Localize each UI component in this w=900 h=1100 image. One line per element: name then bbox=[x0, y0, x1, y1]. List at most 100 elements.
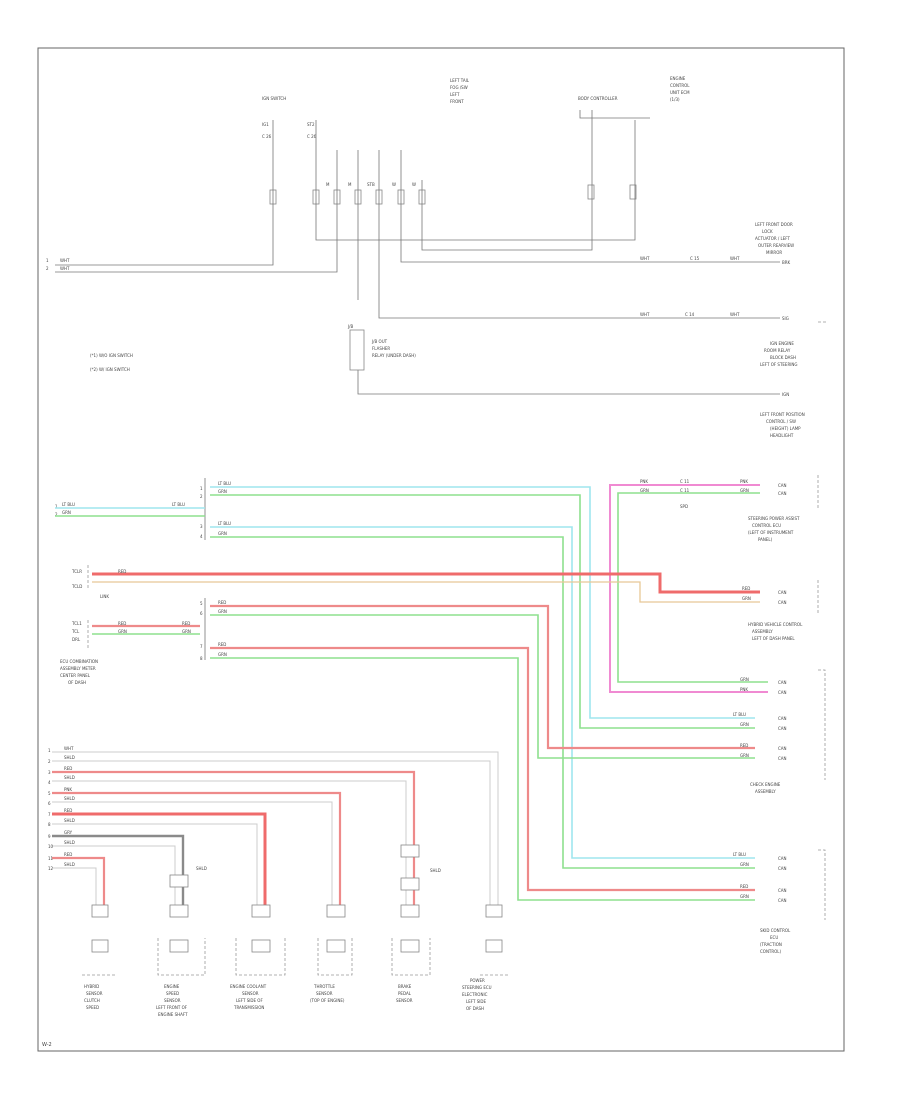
svg-text:GRN: GRN bbox=[742, 596, 751, 601]
page-reference: W-2 bbox=[42, 1042, 52, 1048]
svg-text:SENSOR: SENSOR bbox=[164, 998, 181, 1003]
svg-text:ENGINE SHAFT: ENGINE SHAFT bbox=[158, 1012, 188, 1017]
svg-text:6: 6 bbox=[48, 801, 51, 806]
svg-text:OF DASH: OF DASH bbox=[466, 1006, 484, 1011]
svg-text:WHT: WHT bbox=[60, 258, 70, 263]
right-connector-boxes bbox=[817, 321, 826, 920]
svg-text:ST2: ST2 bbox=[307, 122, 315, 127]
svg-text:LT BLU: LT BLU bbox=[172, 502, 185, 507]
svg-text:CHECK ENGINE: CHECK ENGINE bbox=[750, 782, 781, 787]
svg-text:LT BLU: LT BLU bbox=[733, 712, 746, 717]
svg-text:ELECTRONIC: ELECTRONIC bbox=[462, 992, 488, 997]
svg-text:PNK: PNK bbox=[740, 479, 748, 484]
svg-text:SENSOR: SENSOR bbox=[316, 991, 333, 996]
svg-text:RED: RED bbox=[218, 600, 226, 605]
svg-text:ECU: ECU bbox=[770, 935, 778, 940]
svg-text:(TOP OF ENGINE): (TOP OF ENGINE) bbox=[310, 998, 345, 1003]
svg-text:GRN: GRN bbox=[218, 531, 227, 536]
svg-text:ROOM RELAY: ROOM RELAY bbox=[764, 348, 791, 353]
svg-text:RED: RED bbox=[740, 884, 748, 889]
svg-text:BRK: BRK bbox=[782, 260, 791, 265]
svg-text:SHLD: SHLD bbox=[430, 868, 441, 873]
colored-wires: LT BLU GRN LT BLU bbox=[55, 484, 768, 901]
label-engine-control: ENGINE bbox=[670, 76, 686, 81]
svg-text:1: 1 bbox=[48, 748, 51, 753]
svg-text:GRN: GRN bbox=[218, 489, 227, 494]
svg-text:8: 8 bbox=[48, 822, 51, 827]
svg-text:2: 2 bbox=[55, 512, 58, 517]
upper-right-wire-labels: WHT C 15 WHT WHT C 14 WHT BRK SIG IGN bbox=[640, 256, 791, 397]
svg-text:ASSEMBLY METER: ASSEMBLY METER bbox=[60, 666, 96, 671]
svg-text:GRN: GRN bbox=[640, 488, 649, 493]
svg-text:4: 4 bbox=[200, 534, 203, 539]
svg-text:GRN: GRN bbox=[740, 894, 749, 899]
svg-text:CAN: CAN bbox=[778, 746, 787, 751]
svg-text:CAN: CAN bbox=[778, 483, 787, 488]
svg-text:FRONT: FRONT bbox=[450, 99, 464, 104]
svg-text:SHLD: SHLD bbox=[64, 755, 75, 760]
label-body-controller: BODY CONTROLLER bbox=[578, 96, 618, 101]
svg-text:ENGINE: ENGINE bbox=[164, 984, 180, 989]
svg-text:SHLD: SHLD bbox=[64, 818, 75, 823]
svg-text:CONTROL): CONTROL) bbox=[760, 949, 782, 954]
svg-text:IGN ENGINE: IGN ENGINE bbox=[770, 341, 794, 346]
svg-text:CAN: CAN bbox=[778, 600, 787, 605]
svg-text:9: 9 bbox=[48, 834, 51, 839]
svg-text:11: 11 bbox=[48, 856, 54, 861]
svg-text:SHLD: SHLD bbox=[196, 866, 207, 871]
svg-text:CLUTCH: CLUTCH bbox=[84, 998, 100, 1003]
svg-text:C 14: C 14 bbox=[685, 312, 695, 317]
svg-text:PNK: PNK bbox=[64, 787, 72, 792]
svg-text:LEFT OF STEERING: LEFT OF STEERING bbox=[760, 362, 798, 367]
svg-text:5: 5 bbox=[200, 601, 203, 606]
svg-text:TCLD: TCLD bbox=[71, 584, 82, 589]
svg-text:GRN: GRN bbox=[218, 609, 227, 614]
right-labels: LEFT FRONT DOOR LOCK ACTUATOR / LEFT OUT… bbox=[748, 222, 805, 954]
svg-text:RELAY (UNDER DASH): RELAY (UNDER DASH) bbox=[372, 353, 416, 358]
svg-text:GRN: GRN bbox=[740, 753, 749, 758]
svg-text:CONTROL: CONTROL bbox=[670, 83, 690, 88]
svg-text:SHLD: SHLD bbox=[64, 796, 75, 801]
svg-text:MIRROR: MIRROR bbox=[766, 250, 782, 255]
svg-text:SENSOR: SENSOR bbox=[86, 991, 103, 996]
svg-text:6: 6 bbox=[200, 611, 203, 616]
svg-text:C 26: C 26 bbox=[307, 134, 317, 139]
svg-text:LT BLU: LT BLU bbox=[218, 521, 231, 526]
svg-text:CAN: CAN bbox=[778, 756, 787, 761]
svg-text:WHT: WHT bbox=[640, 312, 650, 317]
svg-text:LEFT FRONT DOOR: LEFT FRONT DOOR bbox=[755, 222, 793, 227]
svg-text:SPD: SPD bbox=[680, 504, 688, 509]
svg-text:CAN: CAN bbox=[778, 680, 787, 685]
svg-text:DRL: DRL bbox=[72, 637, 81, 642]
svg-text:BLOCK DASH: BLOCK DASH bbox=[770, 355, 796, 360]
svg-text:LEFT OF DASH PANEL: LEFT OF DASH PANEL bbox=[752, 636, 795, 641]
svg-text:ECU COMBINATION: ECU COMBINATION bbox=[60, 659, 98, 664]
bottom-wire-bus bbox=[52, 751, 499, 905]
svg-text:SPEED: SPEED bbox=[86, 1005, 99, 1010]
svg-text:12: 12 bbox=[48, 866, 54, 871]
svg-text:HYBRID VEHICLE CONTROL: HYBRID VEHICLE CONTROL bbox=[748, 622, 803, 627]
junction-block: J/B J/B OUT FLASHER RELAY (UNDER DASH) bbox=[347, 324, 416, 371]
svg-text:FOG /SW: FOG /SW bbox=[450, 85, 468, 90]
svg-text:GRY: GRY bbox=[64, 830, 73, 835]
svg-text:STEERING ECU: STEERING ECU bbox=[462, 985, 492, 990]
svg-text:M: M bbox=[326, 182, 330, 187]
svg-text:CAN: CAN bbox=[778, 866, 787, 871]
svg-text:PNK: PNK bbox=[740, 687, 748, 692]
note-1: (*1) W/O IGN SWITCH bbox=[90, 353, 133, 358]
svg-text:LT BLU: LT BLU bbox=[62, 502, 75, 507]
svg-text:WHT: WHT bbox=[730, 312, 740, 317]
svg-text:ACTUATOR / LEFT: ACTUATOR / LEFT bbox=[755, 236, 791, 241]
svg-text:RED: RED bbox=[118, 621, 126, 626]
svg-text:GRN: GRN bbox=[740, 677, 749, 682]
svg-text:WHT: WHT bbox=[730, 256, 740, 261]
svg-text:CAN: CAN bbox=[778, 898, 787, 903]
svg-text:SHLD: SHLD bbox=[64, 840, 75, 845]
svg-text:3: 3 bbox=[200, 524, 203, 529]
svg-text:RED: RED bbox=[740, 743, 748, 748]
svg-text:RED: RED bbox=[64, 852, 72, 857]
svg-text:2: 2 bbox=[200, 494, 203, 499]
svg-text:J/B OUT: J/B OUT bbox=[371, 339, 388, 344]
svg-text:RED: RED bbox=[742, 586, 750, 591]
